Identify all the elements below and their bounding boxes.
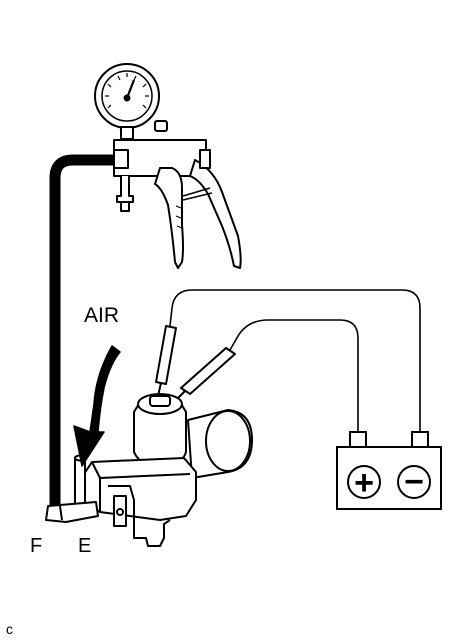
solenoid-end (205, 410, 251, 472)
port-e-label: E (78, 535, 91, 557)
test-probe-1 (155, 325, 177, 397)
battery (336, 431, 442, 510)
vacuum-hose (49, 154, 118, 505)
test-probe-2 (175, 347, 236, 401)
gauge-stem (120, 126, 134, 140)
hose-connector (113, 149, 129, 169)
pump-spring (182, 187, 213, 201)
battery-negative-sign: − (404, 463, 424, 501)
gauge-knob (154, 120, 168, 132)
battery-negative-circle (397, 465, 431, 499)
port-f-label: F (30, 535, 42, 557)
battery-positive-sign: + (354, 464, 374, 502)
pump-end-cap (199, 149, 211, 169)
gauge-pivot (123, 94, 131, 102)
battery-leads (169, 289, 421, 432)
pump-grip (154, 167, 184, 269)
pump-lower-fitting (116, 176, 134, 203)
connector-socket (149, 395, 171, 407)
vacuum-switching-valve (45, 393, 253, 547)
battery-positive-circle (347, 465, 381, 499)
figure-code: c (6, 621, 13, 637)
gauge-ticks (105, 73, 149, 109)
pump-nozzle (120, 201, 130, 212)
valve-bracket (108, 485, 171, 547)
positive-lead-wire (229, 319, 359, 432)
port-f-fitting (45, 501, 99, 523)
negative-lead-wire (169, 289, 421, 432)
pump-trigger (189, 159, 242, 269)
battery-negative-terminal (411, 431, 429, 448)
battery-positive-terminal (349, 431, 367, 448)
bracket-hole (116, 508, 124, 516)
air-flow-arrow (73, 345, 121, 467)
air-label: AIR (84, 304, 119, 327)
vacuum-gauge (94, 63, 168, 140)
vacuum-pump (113, 139, 242, 269)
